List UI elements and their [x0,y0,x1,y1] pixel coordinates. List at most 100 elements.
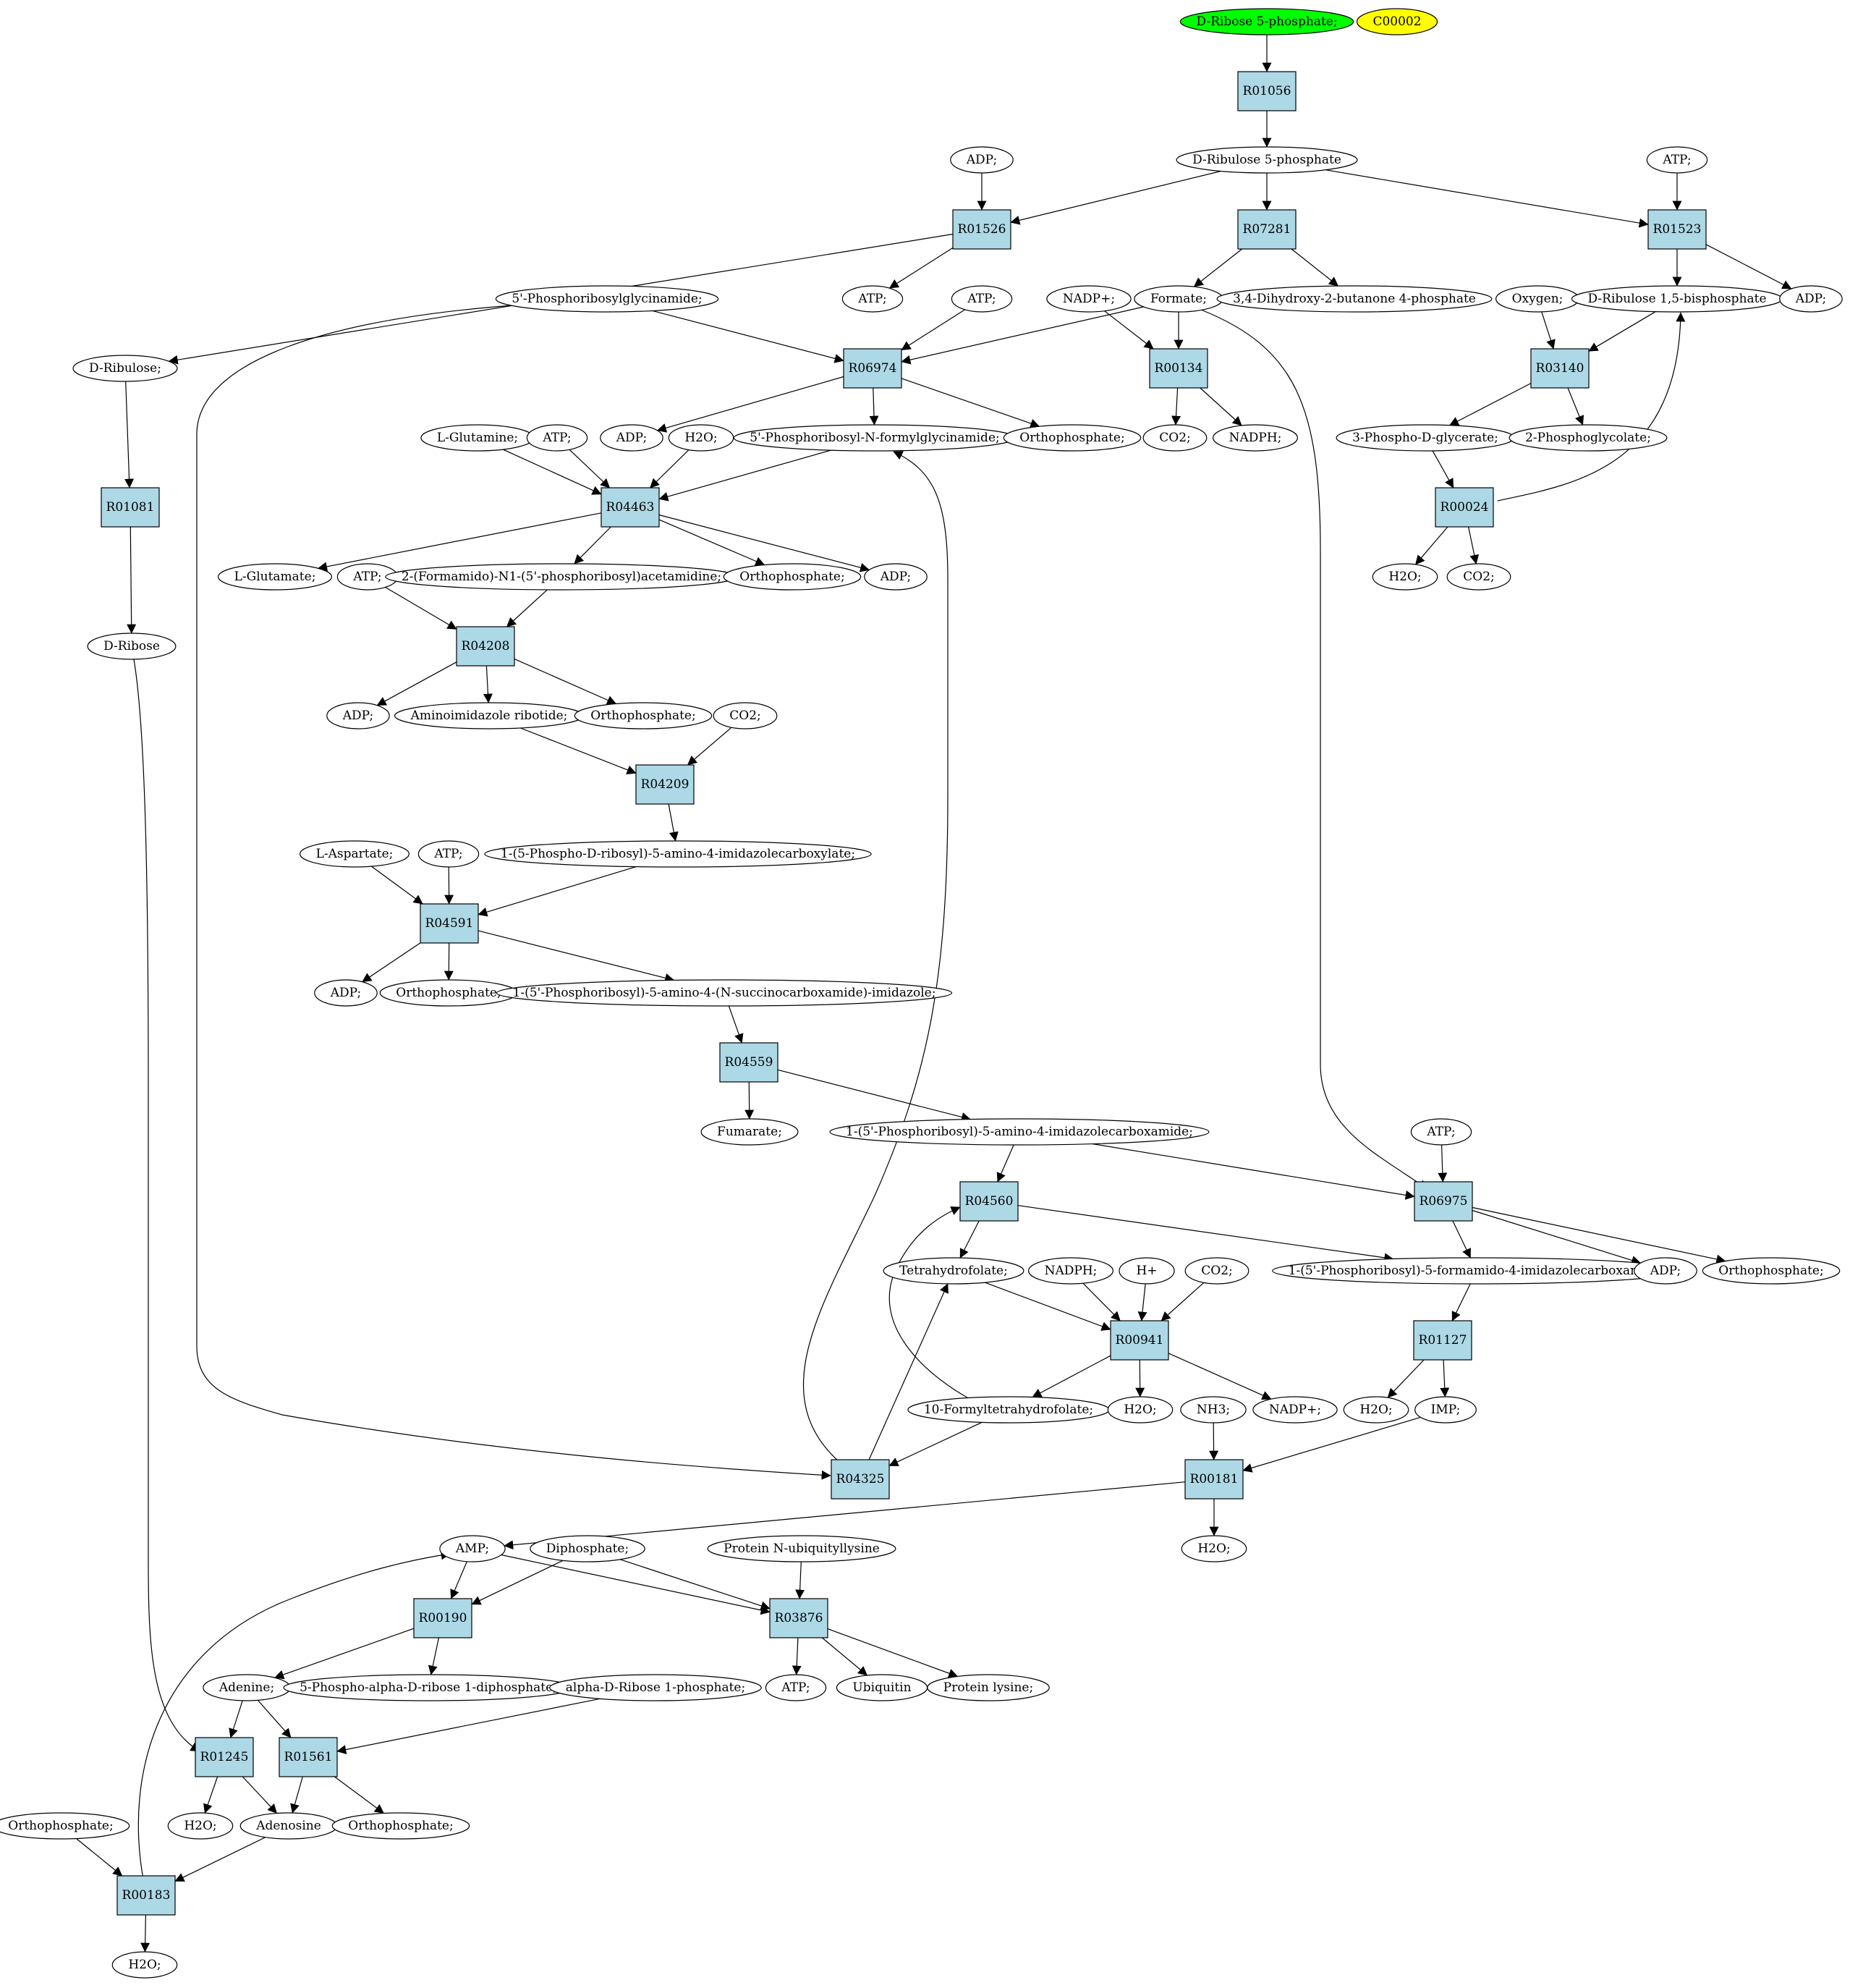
compound-node-atp-g[interactable]: ATP; [1410,1118,1472,1146]
compound-node-pgam[interactable]: 5'-Phosphoribosylglycinamide; [495,285,719,313]
compound-node-lgln[interactable]: L-Glutamine; [420,424,535,452]
compound-node-nadph-b[interactable]: NADPH; [1027,1257,1113,1285]
compound-node-ru5p[interactable]: D-Ribulose 5-phosphate [1176,146,1358,174]
start-compound-node-rib5p[interactable]: D-Ribose 5-phosphate; [1179,8,1354,35]
compound-node-co2-a[interactable]: CO2; [1142,424,1208,452]
compound-node-fgam[interactable]: 2-(Formamido)-N1-(5'-phosphoribosyl)acet… [385,563,738,591]
reaction-node-r00183[interactable]: R00183 [116,1875,176,1916]
compound-node-adp-g[interactable]: ADP; [1634,1257,1697,1285]
compound-node-co2-d[interactable]: CO2; [1184,1257,1249,1285]
reaction-node-r01081[interactable]: R01081 [101,487,160,528]
compound-node-ubiq[interactable]: Ubiquitin [836,1674,928,1701]
compound-node-fgar[interactable]: 5'-Phosphoribosyl-N-formylglycinamide; [733,424,1017,452]
compound-node-nadp-a[interactable]: NADP+; [1046,285,1132,313]
compound-node-faicar[interactable]: 1-(5'-Phosphoribosyl)-5-formamido-4-imid… [1272,1257,1681,1285]
reaction-node-r01526[interactable]: R01526 [952,209,1011,250]
compound-node-adp-b[interactable]: ADP; [1779,285,1843,313]
compound-node-oxygen[interactable]: Oxygen; [1495,285,1580,313]
compound-node-ppi[interactable]: Diphosphate; [530,1535,645,1562]
reaction-node-r04325[interactable]: R04325 [831,1459,890,1500]
compound-node-amp[interactable]: AMP; [439,1535,506,1562]
compound-node-adp-d[interactable]: ADP; [864,563,928,591]
compound-node-adenine[interactable]: Adenine; [203,1674,291,1701]
compound-node-pi-b[interactable]: Orthophosphate; [723,563,862,591]
compound-node-co2-c[interactable]: CO2; [713,702,778,729]
tag-node-c00002[interactable]: C00002 [1356,8,1438,35]
compound-node-protlys[interactable]: Protein lysine; [927,1674,1050,1701]
reaction-node-r04208[interactable]: R04208 [456,626,515,667]
compound-node-h2o-e[interactable]: H2O; [1181,1535,1247,1562]
compound-node-pi-d[interactable]: Orthophosphate; [379,979,518,1007]
reaction-node-r01245[interactable]: R01245 [195,1737,254,1777]
reaction-node-r00134[interactable]: R00134 [1149,348,1208,389]
compound-node-air[interactable]: Aminoimidazole ribotide; [394,702,584,729]
reaction-node-r06975[interactable]: R06975 [1414,1181,1473,1222]
compound-node-dhbp[interactable]: 3,4-Dihydroxy-2-butanone 4-phosphate [1216,285,1493,313]
reaction-node-r00190[interactable]: R00190 [413,1598,472,1638]
compound-node-h2o-f[interactable]: H2O; [167,1812,234,1840]
compound-node-atp-f[interactable]: ATP; [417,840,480,868]
compound-node-adp-a[interactable]: ADP; [950,146,1014,174]
node-label: AMP; [455,1541,489,1556]
reaction-node-r01523[interactable]: R01523 [1647,209,1707,250]
compound-node-laspa[interactable]: L-Aspartate; [300,840,410,868]
compound-node-pi-a[interactable]: Orthophosphate; [1003,424,1142,452]
compound-node-adp-c[interactable]: ADP; [600,424,663,452]
compound-node-co2-b[interactable]: CO2; [1446,563,1511,591]
compound-node-adp-e[interactable]: ADP; [326,702,390,729]
compound-node-atp-c[interactable]: ATP; [951,285,1013,313]
compound-node-dribulose[interactable]: D-Ribulose; [72,355,178,382]
compound-node-adp-f[interactable]: ADP; [314,979,378,1007]
reaction-node-r01127[interactable]: R01127 [1413,1320,1472,1361]
compound-node-dribose[interactable]: D-Ribose [87,633,177,660]
reaction-node-r04560[interactable]: R04560 [959,1181,1019,1222]
compound-node-fthf[interactable]: 10-Formyltetrahydrofolate; [907,1396,1110,1424]
reaction-node-r00941[interactable]: R00941 [1110,1320,1169,1361]
reaction-node-r00024[interactable]: R00024 [1435,487,1494,528]
compound-node-h2o-b[interactable]: H2O; [1372,563,1438,591]
compound-node-h2o-c[interactable]: H2O; [1107,1396,1174,1424]
compound-node-atp-a[interactable]: ATP; [1646,146,1708,174]
reaction-node-r03876[interactable]: R03876 [769,1598,828,1638]
reaction-node-r04559[interactable]: R04559 [719,1042,778,1083]
reaction-node-r01561[interactable]: R01561 [279,1737,338,1777]
compound-node-atp-h[interactable]: ATP; [765,1674,827,1701]
compound-node-pi-e[interactable]: Orthophosphate; [1702,1257,1841,1285]
compound-node-thf[interactable]: Tetrahydrofolate; [883,1257,1024,1285]
reaction-node-r04591[interactable]: R04591 [420,903,479,944]
compound-node-saicar[interactable]: 1-(5'-Phosphoribosyl)-5-amino-4-(N-succi… [496,979,953,1007]
compound-node-nadph-a[interactable]: NADPH; [1212,424,1298,452]
compound-node-formate[interactable]: Formate; [1134,285,1223,313]
compound-node-atp-d[interactable]: ATP; [526,424,588,452]
reaction-node-r01056[interactable]: R01056 [1237,71,1297,111]
compound-node-pglyc[interactable]: 2-Phosphoglycolate; [1509,424,1668,452]
compound-node-nadp-b[interactable]: NADP+; [1252,1396,1338,1424]
compound-node-lglu[interactable]: L-Glutamate; [218,563,333,591]
compound-node-pga3[interactable]: 3-Phospho-D-glycerate; [1336,424,1515,452]
compound-node-atp-e[interactable]: ATP; [336,563,399,591]
reaction-node-r07281[interactable]: R07281 [1237,209,1297,250]
compound-node-cair[interactable]: 1-(5-Phospho-D-ribosyl)-5-amino-4-imidaz… [484,840,872,868]
compound-node-protnub[interactable]: Protein N-ubiquityllysine [707,1535,896,1562]
reaction-node-r04463[interactable]: R04463 [601,487,660,528]
compound-node-h2o-a[interactable]: H2O; [668,424,734,452]
reaction-node-r00181[interactable]: R00181 [1184,1459,1244,1500]
compound-node-atp-b[interactable]: ATP; [841,285,904,313]
compound-node-pi-g[interactable]: Orthophosphate; [331,1812,470,1840]
compound-node-pi-f[interactable]: Orthophosphate; [0,1812,130,1840]
reaction-node-r03140[interactable]: R03140 [1530,348,1590,389]
compound-node-adenosine[interactable]: Adenosine [239,1812,338,1840]
compound-node-nh3[interactable]: NH3; [1180,1396,1247,1424]
reaction-node-r04209[interactable]: R04209 [635,764,695,805]
compound-node-rubp[interactable]: D-Ribulose 1,5-bisphosphate [1571,285,1783,313]
compound-node-h2o-d[interactable]: H2O; [1343,1396,1409,1424]
compound-node-h2o-g[interactable]: H2O; [111,1951,178,1979]
compound-node-r1p[interactable]: alpha-D-Ribose 1-phosphate; [549,1674,762,1701]
compound-node-prpp[interactable]: 5-Phospho-alpha-D-ribose 1-diphosphate; [283,1674,574,1701]
compound-node-imp[interactable]: IMP; [1414,1396,1477,1424]
compound-node-pi-c[interactable]: Orthophosphate; [574,702,713,729]
compound-node-aicar[interactable]: 1-(5'-Phosphoribosyl)-5-amino-4-imidazol… [829,1118,1210,1146]
reaction-node-r06974[interactable]: R06974 [843,348,902,389]
compound-node-hplus[interactable]: H+ [1119,1257,1175,1285]
compound-node-fumarate[interactable]: Fumarate; [700,1118,799,1146]
